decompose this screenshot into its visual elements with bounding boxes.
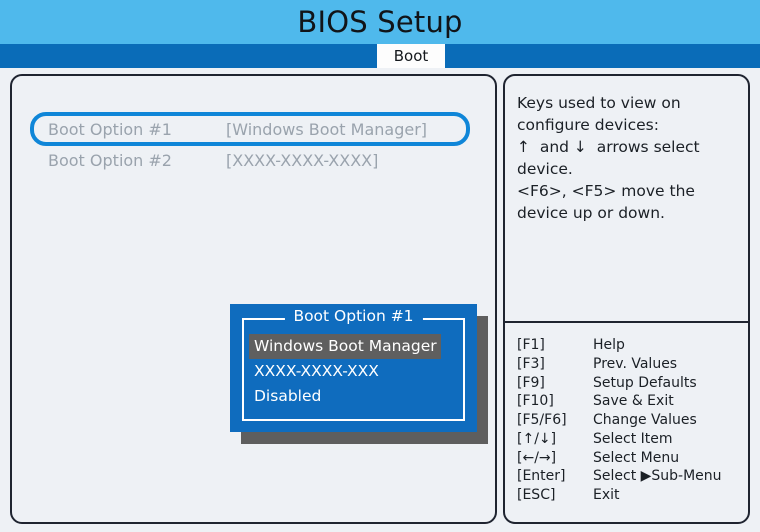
legend-desc: Exit	[593, 487, 620, 503]
legend-key: [Enter]	[517, 468, 566, 485]
legend-desc: Help	[593, 337, 625, 353]
legend-key: [F9]	[517, 374, 545, 391]
tab-bar-underline	[0, 68, 760, 74]
legend-row: [←/→] Select Menu	[517, 449, 740, 468]
help-panel: Keys used to view on configure devices: …	[503, 74, 750, 524]
key-legend-box: [F1] Help [F3] Prev. Values [F9] Setup D…	[505, 323, 748, 522]
dropdown-row[interactable]: Windows Boot Manager	[249, 334, 458, 359]
boot-option-1-label: Boot Option #1	[48, 119, 172, 139]
dropdown-item-disabled[interactable]: Disabled	[254, 386, 322, 405]
dropdown-row[interactable]: Disabled	[249, 384, 458, 409]
legend-desc: Select Menu	[593, 449, 680, 466]
legend-key: [F1]	[517, 337, 545, 353]
tab-bar: Boot	[0, 44, 760, 68]
legend-key: [↑/↓]	[517, 430, 557, 447]
tab-boot[interactable]: Boot	[377, 44, 445, 68]
legend-desc: Select Item	[593, 430, 673, 447]
boot-option-dropdown[interactable]: Boot Option #1 Windows Boot Manager XXXX…	[230, 304, 477, 432]
legend-row: [Enter] Select ▶Sub-Menu	[517, 467, 740, 486]
dropdown-title: Boot Option #1	[284, 307, 423, 326]
tab-boot-label: Boot	[393, 47, 429, 65]
legend-key: [F3]	[517, 355, 545, 372]
legend-desc: Change Values	[593, 412, 697, 428]
legend-key: [F10]	[517, 393, 554, 410]
boot-option-1-value: [Windows Boot Manager]	[226, 119, 428, 139]
boot-option-2-label: Boot Option #2	[48, 150, 172, 170]
help-description: Keys used to view on configure devices: …	[517, 94, 700, 222]
title-bar: BIOS Setup	[0, 0, 760, 44]
boot-option-row-1[interactable]: Boot Option #1 [Windows Boot Manager]	[30, 112, 470, 146]
dropdown-item-device[interactable]: XXXX-XXXX-XXX	[254, 361, 379, 380]
legend-row: [F5/F6] Change Values	[517, 411, 740, 430]
legend-key: [←/→]	[517, 449, 557, 466]
legend-row: [ESC] Exit	[517, 486, 740, 505]
boot-order-panel: Boot Option #1 [Windows Boot Manager] Bo…	[10, 74, 497, 524]
dropdown-item-windows-boot-manager[interactable]: Windows Boot Manager	[249, 334, 441, 359]
legend-desc: Prev. Values	[593, 355, 678, 372]
legend-key: [ESC]	[517, 487, 556, 503]
legend-desc: Select ▶Sub-Menu	[593, 468, 722, 485]
boot-option-row-2[interactable]: Boot Option #2 [XXXX-XXXX-XXXX]	[30, 146, 470, 174]
boot-option-list: Boot Option #1 [Windows Boot Manager] Bo…	[30, 112, 470, 174]
legend-row: [F10] Save & Exit	[517, 392, 740, 411]
boot-option-2-value: [XXXX-XXXX-XXXX]	[226, 150, 379, 170]
legend-row: [↑/↓] Select Item	[517, 430, 740, 449]
help-text-box: Keys used to view on configure devices: …	[505, 76, 748, 323]
dropdown-row[interactable]: XXXX-XXXX-XXX	[249, 359, 458, 384]
legend-desc: Save & Exit	[593, 393, 674, 410]
dropdown-item-list: Windows Boot Manager XXXX-XXXX-XXX Disab…	[244, 334, 463, 408]
legend-row: [F3] Prev. Values	[517, 355, 740, 374]
dropdown-frame: Boot Option #1 Windows Boot Manager XXXX…	[242, 307, 465, 421]
legend-row: [F1] Help	[517, 336, 740, 355]
legend-row: [F9] Setup Defaults	[517, 374, 740, 393]
page-title: BIOS Setup	[297, 4, 463, 39]
legend-desc: Setup Defaults	[593, 374, 697, 391]
legend-key: [F5/F6]	[517, 412, 567, 428]
